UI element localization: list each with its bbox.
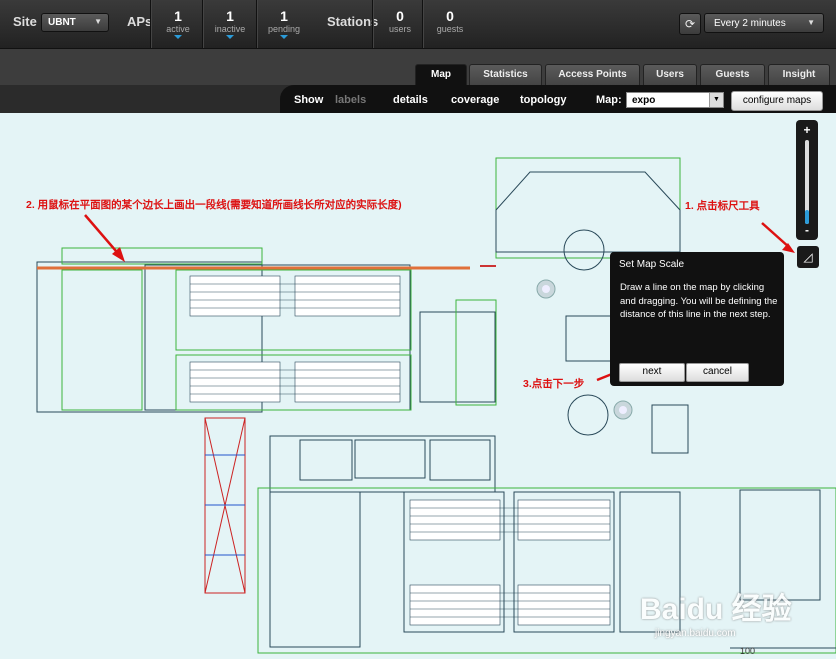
aps-label: APs	[127, 14, 153, 29]
watermark-url: jingyan.baidu.com	[655, 628, 736, 639]
ruler-icon: ◿	[803, 250, 813, 264]
tab-users[interactable]: Users	[643, 64, 697, 85]
caret-down-icon	[280, 35, 288, 39]
zoom-control: + -	[796, 120, 818, 240]
tab-insight[interactable]: Insight	[768, 64, 830, 85]
aps-inactive-stat[interactable]: 1 inactive	[202, 0, 257, 48]
zoom-slider[interactable]	[805, 140, 809, 224]
annotation-step-3: 3.点击下一步	[523, 378, 585, 390]
cancel-button[interactable]: cancel	[686, 363, 749, 382]
toggle-details[interactable]: details	[393, 94, 428, 106]
chevron-down-icon: ▼	[709, 93, 723, 107]
caret-down-icon	[226, 35, 234, 39]
zoom-level-fill	[805, 209, 809, 224]
map-corner-label: 100	[740, 646, 756, 656]
site-label: Site	[13, 14, 37, 29]
floor-plan-map[interactable]: 100	[0, 113, 836, 659]
refresh-interval-select[interactable]: Every 2 minutes ▼	[704, 13, 824, 33]
chevron-down-icon: ▼	[94, 17, 102, 26]
annotation-step-1: 1. 点击标尺工具	[685, 200, 760, 212]
caret-down-icon	[174, 35, 182, 39]
site-select[interactable]: UBNT ▼	[41, 13, 109, 32]
toggle-labels[interactable]: labels	[335, 94, 367, 106]
show-label: Show	[294, 94, 324, 106]
zoom-out-button[interactable]: -	[805, 223, 809, 237]
site-select-value: UBNT	[48, 17, 76, 28]
refresh-icon: ⟳	[684, 17, 696, 31]
stat-caption: guests	[436, 24, 464, 34]
tab-map[interactable]: Map	[415, 64, 467, 85]
map-select-value: expo	[632, 95, 656, 106]
stat-caption: users	[388, 24, 411, 34]
tab-guests[interactable]: Guests	[700, 64, 765, 85]
stat-caption: active	[166, 24, 190, 34]
dialog-body: Draw a line on the map by clicking and d…	[620, 282, 778, 321]
map-select[interactable]: expo ▼	[626, 92, 724, 108]
map-label: Map:	[596, 94, 622, 106]
stat-value: 0	[446, 8, 454, 24]
watermark-logo: Baidu 经验	[640, 593, 792, 626]
stat-caption: inactive	[214, 24, 246, 34]
toggle-topology[interactable]: topology	[520, 94, 567, 106]
floor-plan-drawing	[36, 157, 836, 654]
stations-users-stat[interactable]: 0 users	[372, 0, 427, 48]
tab-statistics[interactable]: Statistics	[469, 64, 542, 85]
refresh-interval-value: Every 2 minutes	[714, 18, 786, 29]
aps-active-stat[interactable]: 1 active	[150, 0, 205, 48]
zoom-in-button[interactable]: +	[803, 123, 811, 137]
stat-value: 1	[280, 8, 288, 24]
refresh-button[interactable]: ⟳	[679, 13, 701, 35]
aps-pending-stat[interactable]: 1 pending	[256, 0, 311, 48]
toggle-coverage[interactable]: coverage	[451, 94, 500, 106]
top-stats-bar: Site UBNT ▼ APs 1 active 1 inactive 1 pe…	[0, 0, 836, 49]
chevron-down-icon: ▼	[807, 18, 815, 27]
tab-access-points[interactable]: Access Points	[545, 64, 640, 85]
stat-value: 0	[396, 8, 404, 24]
stat-caption: pending	[267, 24, 301, 34]
stations-guests-stat[interactable]: 0 guests	[422, 0, 477, 48]
next-button[interactable]: next	[619, 363, 685, 382]
stations-label: Stations	[327, 14, 379, 29]
building-block-west	[36, 261, 263, 413]
configure-maps-button[interactable]: configure maps	[731, 91, 823, 111]
ruler-tool-button[interactable]: ◿	[797, 246, 819, 268]
annotation-step-2: 2. 用鼠标在平面图的某个边长上画出一段线(需要知道所画线长所对应的实际长度)	[26, 199, 402, 211]
stat-value: 1	[226, 8, 234, 24]
set-map-scale-dialog: Set Map Scale Draw a line on the map by …	[610, 252, 784, 386]
stat-value: 1	[174, 8, 182, 24]
dialog-title: Set Map Scale	[619, 259, 685, 270]
